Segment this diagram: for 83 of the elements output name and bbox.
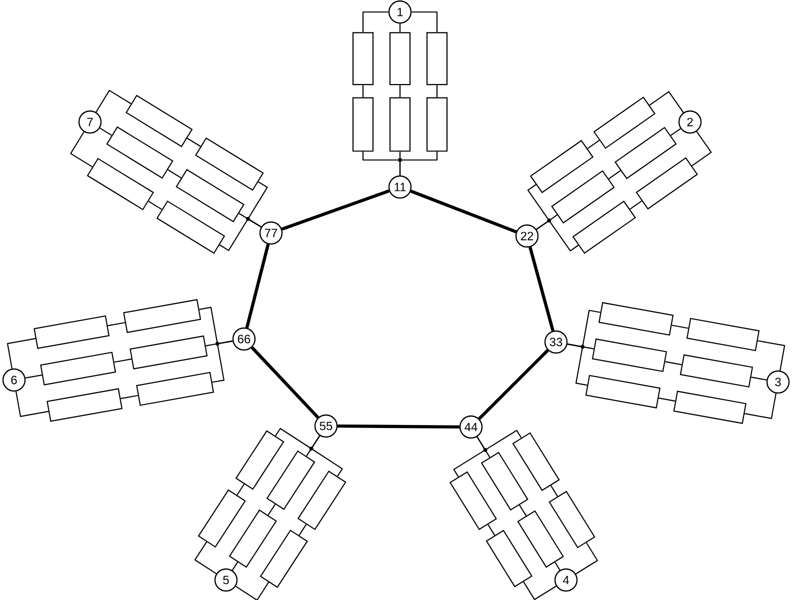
wire bbox=[528, 246, 554, 332]
junction-dot bbox=[580, 344, 585, 349]
wire bbox=[194, 542, 217, 574]
wire bbox=[453, 436, 486, 478]
junction-dot bbox=[309, 446, 314, 451]
wire bbox=[338, 424, 460, 429]
wire bbox=[247, 181, 268, 228]
wire bbox=[608, 170, 621, 180]
wire bbox=[274, 428, 320, 450]
wire bbox=[399, 24, 401, 32]
wire bbox=[70, 132, 93, 168]
junction-dot bbox=[246, 216, 250, 221]
wire bbox=[399, 152, 438, 176]
wire bbox=[576, 542, 598, 574]
wire bbox=[148, 200, 162, 210]
resistor bbox=[673, 390, 746, 424]
wire bbox=[488, 524, 496, 536]
resistor bbox=[572, 200, 636, 254]
wire bbox=[550, 485, 558, 497]
wire bbox=[298, 524, 307, 536]
resistor bbox=[352, 32, 374, 86]
wire bbox=[554, 562, 560, 570]
resistor bbox=[686, 318, 760, 352]
resistor bbox=[517, 510, 564, 568]
resistor bbox=[636, 157, 698, 210]
junction-dot bbox=[547, 218, 552, 223]
wire bbox=[25, 374, 42, 379]
wire bbox=[658, 398, 676, 402]
wire bbox=[186, 138, 201, 147]
wire bbox=[399, 85, 401, 98]
resistor bbox=[426, 97, 448, 152]
resistor bbox=[551, 170, 615, 224]
resistor bbox=[598, 302, 674, 336]
wire bbox=[168, 169, 182, 178]
wire bbox=[670, 128, 681, 136]
wire bbox=[362, 85, 364, 98]
wire bbox=[96, 90, 132, 112]
wire bbox=[587, 140, 600, 149]
wire bbox=[567, 344, 588, 386]
wire bbox=[630, 200, 642, 210]
wire bbox=[16, 391, 49, 417]
wire bbox=[410, 190, 517, 234]
wire bbox=[523, 582, 556, 600]
wire bbox=[199, 306, 233, 344]
resistor bbox=[130, 335, 208, 370]
wire bbox=[412, 11, 438, 32]
resistor bbox=[136, 372, 214, 406]
wire bbox=[120, 394, 138, 400]
resistor bbox=[389, 32, 411, 86]
resistor bbox=[585, 374, 660, 408]
wire bbox=[436, 85, 438, 98]
wire bbox=[232, 562, 238, 571]
resistor bbox=[46, 388, 123, 422]
wire bbox=[478, 349, 549, 420]
wire bbox=[649, 91, 684, 113]
wire bbox=[281, 189, 390, 231]
wire bbox=[235, 582, 270, 600]
wire bbox=[518, 504, 527, 516]
wire bbox=[744, 393, 776, 419]
wire bbox=[236, 484, 245, 496]
wire bbox=[536, 220, 579, 252]
junction-dot bbox=[215, 342, 220, 346]
wire bbox=[362, 11, 388, 32]
resistor bbox=[548, 490, 596, 548]
resistor bbox=[34, 315, 110, 349]
wire bbox=[692, 131, 712, 166]
wire bbox=[114, 358, 132, 363]
junction-dot bbox=[483, 448, 488, 452]
resistor bbox=[352, 97, 374, 152]
resistor bbox=[40, 352, 116, 386]
resistor bbox=[389, 97, 411, 152]
wire bbox=[268, 504, 276, 516]
wire bbox=[100, 128, 112, 136]
wire bbox=[250, 346, 320, 419]
resistor bbox=[426, 32, 448, 86]
wire bbox=[6, 338, 36, 369]
junction-dot bbox=[398, 158, 402, 162]
wire bbox=[751, 376, 767, 380]
wire bbox=[108, 322, 126, 326]
wire bbox=[758, 340, 786, 371]
wire bbox=[672, 324, 688, 329]
wire bbox=[245, 244, 270, 328]
wire bbox=[665, 361, 682, 366]
